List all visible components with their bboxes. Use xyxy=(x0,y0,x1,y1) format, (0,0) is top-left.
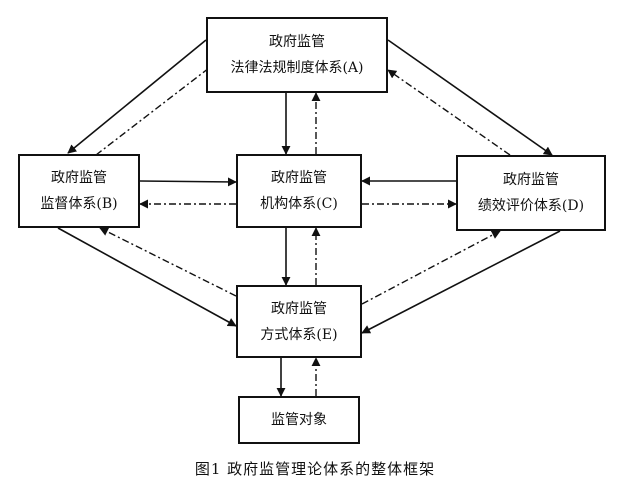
arrow-a-to-d xyxy=(387,39,553,156)
box-c-line1: 政府监管 xyxy=(271,170,327,186)
box-d-line2: 绩效评价体系(D) xyxy=(477,198,585,214)
box-c-line2: 机构体系(C) xyxy=(260,196,338,212)
box-legal-system-a: 政府监管 法律法规制度体系(A) xyxy=(206,17,388,93)
arrow-d-to-a-dashdot xyxy=(387,69,511,156)
box-supervision-system-b: 政府监管 监督体系(B) xyxy=(18,154,140,228)
box-a-line2: 法律法规制度体系(A) xyxy=(230,60,364,76)
box-d-line1: 政府监管 xyxy=(503,172,559,188)
arrow-e-to-d-dashdot xyxy=(361,230,501,305)
arrow-b-to-c xyxy=(139,177,237,187)
arrow-b-to-a-dashdot xyxy=(95,57,223,156)
arrow-e-to-b-dashdot xyxy=(99,227,237,297)
box-b-line2: 监督体系(B) xyxy=(40,196,118,212)
box-b-line1: 政府监管 xyxy=(51,170,107,186)
box-performance-system-d: 政府监管 绩效评价体系(D) xyxy=(456,155,606,231)
box-regulated-target: 监管对象 xyxy=(238,396,360,444)
box-method-system-e: 政府监管 方式体系(E) xyxy=(236,285,362,358)
box-target-label: 监管对象 xyxy=(271,412,327,428)
box-e-line2: 方式体系(E) xyxy=(260,326,338,343)
arrow-a-to-b xyxy=(67,39,207,154)
box-e-line1: 政府监管 xyxy=(271,300,327,317)
box-a-line1: 政府监管 xyxy=(269,34,325,50)
arrow-b-to-e xyxy=(57,227,237,327)
box-institution-system-c: 政府监管 机构体系(C) xyxy=(236,154,362,228)
arrow-d-to-e xyxy=(361,230,561,334)
figure-caption: 图1 政府监管理论体系的整体框架 xyxy=(194,460,436,478)
